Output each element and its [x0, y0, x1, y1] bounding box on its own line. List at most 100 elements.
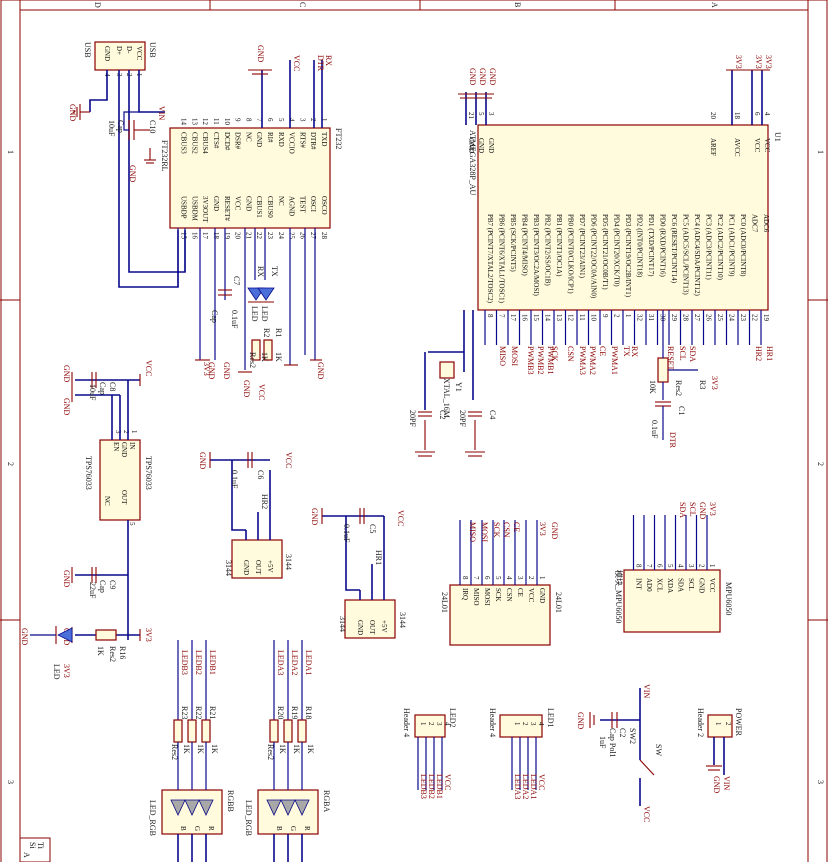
svg-text:VIN: VIN	[642, 684, 651, 698]
usb-name: USB	[83, 42, 92, 58]
nrf-net-label: MISO	[468, 522, 477, 542]
ft232-pin-number: 8	[244, 118, 252, 122]
svg-text:C4: C4	[488, 410, 497, 419]
svg-text:R3: R3	[698, 380, 707, 389]
atmega-3v3-c: 3V3	[734, 55, 743, 69]
atmega-pin-label: PC2 (ADC2/PCINT10)	[716, 214, 724, 281]
svg-text:0.1uF: 0.1uF	[342, 524, 351, 543]
zone-label-2: 2	[6, 462, 15, 466]
bottom-stubs	[177, 834, 303, 862]
atmega-pin-number: 1	[624, 314, 632, 318]
mpu-pin-label: VCC	[708, 578, 716, 593]
atmega-pin-label: PB2 (PCINT2/SS/OC1B)	[544, 214, 552, 286]
header-pin-number: 3	[529, 722, 537, 726]
atmega-pin-number: 19	[762, 314, 770, 322]
ft232-pin-label: VCC	[234, 196, 242, 211]
nrf-pin-label: SCK	[494, 588, 502, 602]
rgb-resistor	[187, 719, 197, 743]
rgb-pin-label: B	[275, 826, 283, 831]
ft232-pin-label: USBDM	[190, 196, 198, 222]
mpu-pin-number: 3	[687, 564, 695, 568]
svg-text:Cap: Cap	[210, 310, 219, 323]
power-ref: POWER	[734, 708, 743, 737]
ft232-pin-label: RXD	[277, 132, 285, 147]
ft232-pin-number: 20	[234, 232, 242, 240]
rgb-resistor	[201, 719, 211, 743]
nrf-net-label: GND	[550, 522, 559, 540]
svg-text:GND: GND	[128, 165, 137, 183]
svg-text:GND: GND	[242, 560, 250, 575]
header-pin-number: 4	[443, 722, 451, 726]
title-block-size: Si	[28, 842, 37, 849]
mpu-net-label: 3V3	[708, 502, 717, 516]
atmega-pin-number: 26	[705, 314, 713, 322]
power-switch: SW SW2 C2 Cap Pol1 1uF VIN VCC GND	[576, 684, 663, 822]
ft232-pin-number: 7	[255, 118, 263, 122]
mpu-pin-number: 1	[708, 564, 716, 568]
zone-label-3-right: 3	[816, 780, 825, 784]
nrf-pin-number: 8	[461, 576, 469, 580]
tps-gnd-2: GND	[62, 398, 71, 416]
rgb-led-a: RGBA LED_RGB LEDA3R201KBLEDA2R191KGLEDA1…	[244, 640, 331, 836]
ft232-pin-number: 6	[266, 118, 274, 122]
rgb-led-triangle	[294, 799, 310, 816]
rgb-net-label: LEDB2	[194, 650, 203, 675]
nrf-pin-number: 1	[538, 576, 546, 580]
ft232-pin-label: OSCO	[320, 196, 328, 215]
atmega-pin-label: PD5 (PCINT21/OC0B/T1)	[601, 214, 609, 290]
ft232-pin-label: CBUS0	[266, 196, 274, 218]
ft232-pin-label: NC	[277, 196, 285, 206]
atmega-net-dtr: DTR	[668, 432, 677, 449]
rgba-part: LED_RGB	[244, 800, 253, 836]
mpu-pin-number: 2	[698, 564, 706, 568]
rgb-resistor-ref: R19	[290, 706, 299, 719]
svg-text:GND: GND	[576, 712, 585, 730]
rgb-net-label: LEDA3	[276, 650, 285, 675]
ft232-pin-number: 24	[277, 232, 285, 240]
atmega-top-pin-label: GND	[487, 138, 495, 153]
ft232-ref: FT232	[334, 128, 343, 149]
mpu-pin-label: AD0	[645, 578, 653, 592]
svg-text:GND: GND	[103, 46, 111, 61]
mpu-pin-label: SCL	[687, 578, 695, 591]
atmega-pin-label: PB3 (PCINT3/OC2A/MOSI)	[532, 214, 540, 297]
usb-gnd: GND	[68, 104, 77, 122]
nrf-pin-label: CE	[516, 588, 524, 597]
rgb-resistor-ref: R18	[304, 706, 313, 719]
atmega-net-label: TX	[622, 346, 631, 357]
rgb-led-triangle	[198, 799, 214, 816]
ft232-pin-number: 25	[288, 232, 296, 240]
atmega-pin-number: 31	[647, 314, 655, 322]
tps76033-regulator: TPS76033 TPS76033 IN GND EN NC OUT 1 2 3…	[20, 360, 153, 680]
svg-text:+5V: +5V	[266, 560, 274, 573]
atmega-pin-label: PC1 (ADC1/PCINT9)	[728, 214, 736, 277]
svg-text:10uF: 10uF	[88, 384, 97, 401]
atmega-pin-label: PD7 (PCINT23/AIN1)	[578, 214, 586, 279]
mpu-pin-number: 4	[677, 564, 685, 568]
header-net-label: LEDA1	[529, 774, 538, 799]
atmega-pin-number: 2	[613, 314, 621, 318]
atmega-net-label: PWMB2	[536, 346, 545, 374]
rgbb-part: LED_RGB	[148, 800, 157, 836]
atmega-pin-label: PD2 (INT0/PCINT18)	[636, 214, 644, 278]
svg-text:R16: R16	[118, 646, 127, 659]
ft232-pin-number: 28	[320, 232, 328, 240]
rgb-resistor-value: 1K	[196, 744, 205, 754]
power-led: LED 3V3 GND	[20, 626, 73, 680]
svg-text:C1: C1	[677, 406, 686, 415]
svg-text:1K: 1K	[96, 646, 105, 656]
ft232-gnd-2: GND	[222, 362, 231, 380]
rgb-resistor-ref: R23	[180, 706, 189, 719]
svg-text:C8: C8	[108, 382, 117, 391]
svg-text:1K: 1K	[260, 352, 269, 362]
atmega-net-label: HR2	[754, 346, 763, 361]
rgb-resistor	[173, 719, 183, 743]
ft232-3v3: 3V3	[202, 362, 211, 376]
r16-resistor: R16 Res2 1K	[95, 629, 127, 662]
ft232-pin-label: CBUS3	[180, 132, 188, 154]
atmega-net-label: MISO	[498, 346, 507, 366]
